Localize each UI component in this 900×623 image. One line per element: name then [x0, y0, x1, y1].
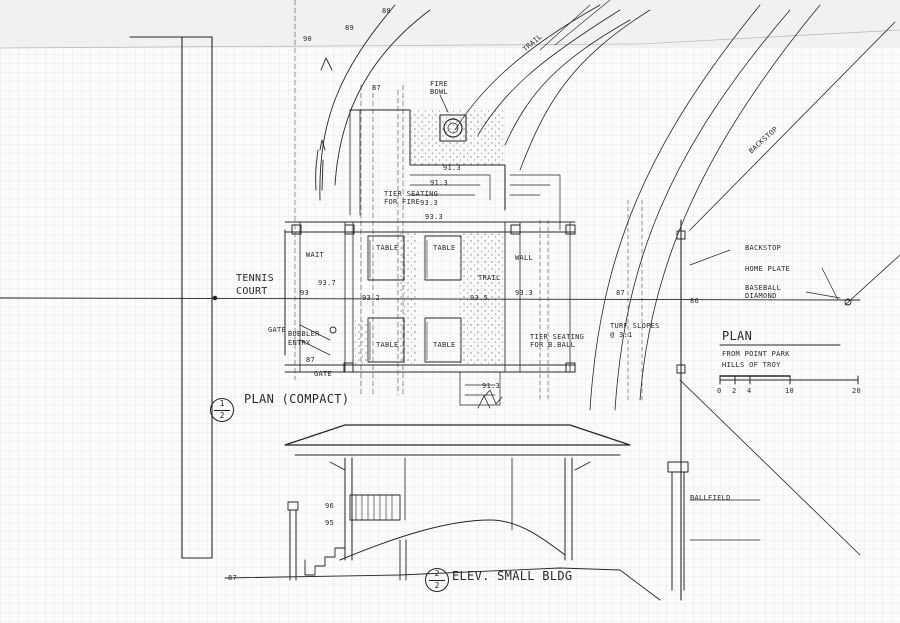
spot-grade: 87 — [228, 574, 238, 582]
table-label-3: TABLE — [376, 341, 399, 349]
home-plate-label: HOME PLATE — [745, 265, 791, 273]
spot-grade: 91.3 — [443, 164, 462, 172]
spot-grade: 86 — [690, 297, 700, 305]
tennis-court-label: TENNIS COURT — [236, 273, 274, 297]
elev-title: ELEV. SMALL BLDG — [452, 569, 573, 583]
counter-rail — [349, 494, 401, 521]
baseball-diamond-label: BASEBALL DIAMOND — [745, 284, 782, 300]
ball-field-arc-2 — [614, 9, 791, 411]
table-4 — [424, 317, 462, 363]
tennis-court-outline — [129, 36, 213, 559]
wait-label: WAIT — [306, 251, 325, 259]
elev-detail-sheet: 2 — [434, 581, 440, 590]
spot-grade: 87 — [306, 356, 316, 364]
dotted-paving-upper — [410, 110, 505, 165]
table-1 — [367, 235, 405, 281]
column-left — [344, 457, 353, 561]
spot-grade: 88 — [382, 7, 392, 15]
fire-bowl — [443, 118, 463, 138]
scale-tick-0: 0 — [717, 387, 722, 395]
bubbler-entry-label: BUBBLER ENTRY — [288, 330, 320, 347]
table-3 — [367, 317, 405, 363]
tier-seating-fire-label: TIER SEATING FOR FIRE — [384, 190, 439, 206]
spot-grade: 93.7 — [318, 279, 337, 287]
spot-grade: 93.3 — [515, 289, 534, 297]
spot-grade: 93.5 — [470, 294, 489, 302]
stair-left — [304, 547, 346, 576]
table-2 — [424, 235, 462, 281]
elev-detail-number: 2 — [434, 569, 440, 578]
legend-line-1: FROM POINT PARK — [722, 350, 790, 358]
spot-grade: 87 — [372, 84, 382, 92]
dotted-paving-mid — [460, 232, 505, 365]
spot-grade: 93.2 — [362, 294, 381, 302]
plan-detail-sheet: 2 — [219, 411, 225, 420]
center-axis-line — [0, 297, 861, 301]
grade-hill — [339, 519, 566, 561]
wall-label: WALL — [515, 254, 534, 262]
scale-tick-10: 10 — [785, 387, 795, 395]
column-right — [564, 457, 573, 561]
spot-grade: 93 — [300, 289, 310, 297]
gate-label-1: GATE — [268, 326, 287, 334]
table-label-1: TABLE — [376, 244, 399, 252]
home-plate-mark — [844, 298, 852, 306]
spot-grade: 90 — [303, 35, 313, 43]
paper-top-edge — [0, 0, 900, 48]
ball-field-arc-3 — [639, 4, 821, 401]
legend-title: PLAN — [722, 329, 753, 343]
elev-detail-marker: 2 2 — [425, 568, 449, 592]
scale-tick-20: 20 — [852, 387, 862, 395]
spot-grade: 91.3 — [482, 382, 501, 390]
spot-grade: 87 — [616, 289, 626, 297]
plan-detail-number: 1 — [219, 399, 225, 408]
trail-curve-1 — [319, 4, 396, 201]
foul-line — [679, 379, 861, 556]
trail-arrow-up — [320, 57, 333, 71]
post-right — [671, 471, 685, 591]
spot-grade: 96 — [325, 502, 335, 510]
spot-grade: 89 — [345, 24, 355, 32]
backstop-diagonal — [689, 21, 896, 231]
fire-bowl-label: FIRE BOWL — [430, 80, 449, 96]
trail-curve-2 — [334, 9, 431, 186]
trail-label-mid: TRAIL — [478, 274, 501, 282]
spot-grade: 93.3 — [425, 213, 444, 221]
spot-grade: 91.3 — [430, 179, 449, 187]
table-label-2: TABLE — [433, 244, 456, 252]
legend-line-2: HILLS OF TROY — [722, 361, 781, 369]
backstop-label: BACKSTOP — [745, 244, 782, 252]
scale-bar — [719, 375, 859, 385]
scale-tick-2: 2 — [732, 387, 737, 395]
spot-grade: 95 — [325, 519, 335, 527]
post-left — [289, 509, 297, 581]
gate-label-2: GATE — [314, 370, 333, 378]
ground-line — [224, 567, 661, 601]
fire-bowl-base — [439, 114, 467, 142]
turf-slopes-label: TURF SLOPES @ 3:1 — [610, 322, 660, 339]
ballfield-label: BALLFIELD — [690, 494, 731, 502]
scale-tick-4: 4 — [747, 387, 752, 395]
table-label-4: TABLE — [433, 341, 456, 349]
axis-node — [212, 295, 218, 301]
plan-title: PLAN (COMPACT) — [244, 392, 350, 406]
ball-field-arc-1 — [589, 4, 761, 411]
spot-grade: 93.3 — [420, 199, 439, 207]
plan-detail-marker: 1 2 — [210, 398, 234, 422]
tier-seating-ball-label: TIER SEATING FOR B.BALL — [530, 333, 585, 349]
